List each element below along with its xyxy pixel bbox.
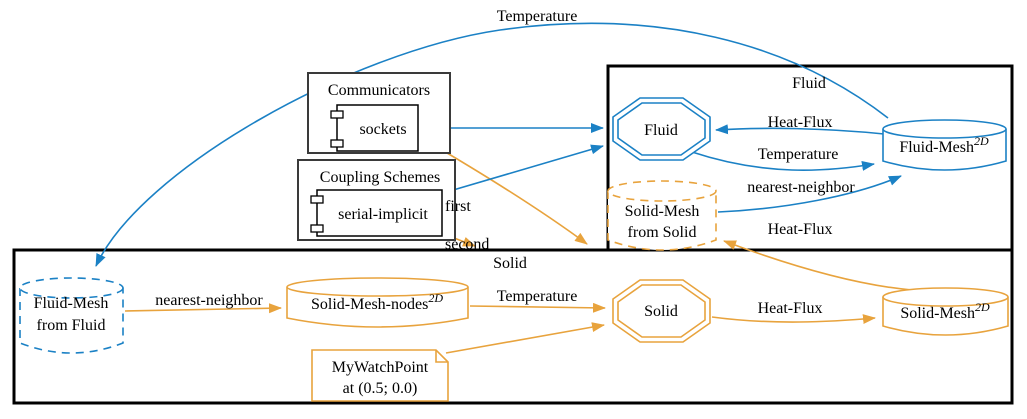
edge-label-heat-flux-write: Heat-Flux xyxy=(758,300,823,317)
edge-label-heat-flux-read: Heat-Flux xyxy=(768,114,833,131)
communicators-group: Communicators sockets xyxy=(307,72,451,154)
first-label: first xyxy=(445,198,471,215)
edge-temperature-exchange xyxy=(95,22,889,267)
edge-heat-flux-read-fluid xyxy=(715,124,885,135)
fluid-solver-label: Fluid xyxy=(644,122,678,139)
solid-mesh-label: Solid-Mesh2D xyxy=(900,300,990,322)
received-mesh-fluid-from-fluid: Fluid-Mesh from Fluid xyxy=(19,277,124,354)
serial-implicit-component xyxy=(316,189,443,237)
received-mesh-label-line2: from Fluid xyxy=(37,317,106,334)
edge-heat-flux-exchange xyxy=(723,240,913,291)
coupling-schemes-title: Coupling Schemes xyxy=(320,169,440,186)
edge-mapping-solid xyxy=(124,303,282,314)
edge-watchpoint-solid xyxy=(445,322,605,354)
edge-temperature-write-fluid xyxy=(691,151,875,171)
watchpoint-note: MyWatchPoint at (0.5; 0.0) xyxy=(311,349,449,402)
edge-label-mapping-fluid: nearest-neighbor xyxy=(747,179,855,196)
participant-solid-box xyxy=(12,248,1014,405)
edge-label-temperature-read: Temperature xyxy=(497,288,578,305)
edge-temperature-read-solid xyxy=(469,302,606,313)
received-mesh-label-line1: Fluid-Mesh xyxy=(34,295,109,312)
component-tab-icon xyxy=(330,110,344,119)
edge-mapping-fluid xyxy=(717,175,902,213)
edge-label-mapping-solid: nearest-neighbor xyxy=(155,292,263,309)
solid-solver-octagon: Solid xyxy=(612,279,711,343)
edge-label-temperature-write: Temperature xyxy=(758,146,839,163)
fluid-mesh-label: Fluid-Mesh2D xyxy=(899,134,989,156)
received-mesh-label-line1: Solid-Mesh xyxy=(625,203,700,220)
sockets-label: sockets xyxy=(359,121,406,138)
communicators-title: Communicators xyxy=(328,82,430,99)
second-label: second xyxy=(445,236,489,253)
component-tab-icon xyxy=(330,139,344,148)
solid-solver-label: Solid xyxy=(644,303,678,320)
edge-heat-flux-write-solid xyxy=(711,314,876,325)
coupling-schemes-group: Coupling Schemes serial-implicit xyxy=(297,159,456,241)
solid-mesh-nodes-label: Solid-Mesh-nodes2D xyxy=(311,291,443,313)
watchpoint-label-line1: MyWatchPoint xyxy=(332,359,429,376)
serial-implicit-label: serial-implicit xyxy=(338,206,428,223)
received-mesh-label-line2: from Solid xyxy=(628,224,697,241)
component-tab-icon xyxy=(310,224,324,233)
edge-label-heat-flux-exchange: Heat-Flux xyxy=(768,221,833,238)
edge-label-temperature-exchange: Temperature xyxy=(497,8,578,25)
solid-mesh-cylinder: Solid-Mesh2D xyxy=(882,287,1009,336)
edge-coupling-first xyxy=(442,144,604,194)
watchpoint-label-line2: at (0.5; 0.0) xyxy=(343,380,418,397)
received-mesh-solid-from-solid: Solid-Mesh from Solid xyxy=(607,180,717,251)
participant-solid-label: Solid xyxy=(493,255,527,272)
component-tab-icon xyxy=(310,195,324,204)
fluid-solver-octagon: Fluid xyxy=(612,97,711,161)
fluid-mesh-cylinder: Fluid-Mesh2D xyxy=(882,119,1007,171)
participant-fluid-label: Fluid xyxy=(792,75,826,92)
solid-mesh-nodes-cylinder: Solid-Mesh-nodes2D xyxy=(286,277,469,328)
sockets-component xyxy=(336,104,419,152)
